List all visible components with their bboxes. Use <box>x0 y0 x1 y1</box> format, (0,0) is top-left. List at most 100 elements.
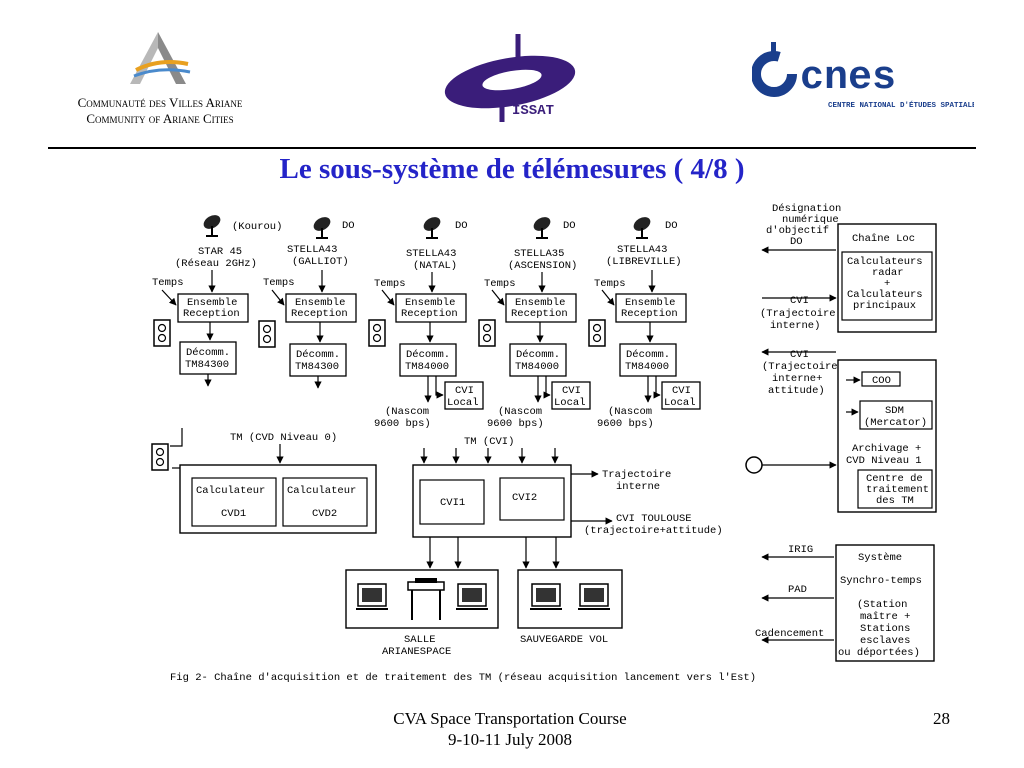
reception-box-3 <box>505 293 577 323</box>
reception-box-1 <box>285 293 357 323</box>
designation-line-3: DO <box>790 236 803 248</box>
station-sub-3: (ASCENSION) <box>508 260 577 272</box>
station-tag-0: (Kourou) <box>232 221 282 233</box>
cvd1-box <box>191 477 277 527</box>
centre-line-1: traitement <box>866 484 929 496</box>
tm-label-3: TM84000 <box>515 361 559 373</box>
cvi-traj-line-0: CVI <box>790 295 809 307</box>
tm-label-4: TM84000 <box>625 361 669 373</box>
temps-label-2: Temps <box>374 278 406 290</box>
station-sub-0: (Réseau 2GHz) <box>175 258 257 270</box>
tm-cvi-label: TM (CVI) <box>464 436 514 448</box>
calc-radar-line-2: + <box>884 278 890 290</box>
monitor-icon <box>529 583 563 610</box>
reception-label-0: Reception <box>183 308 240 320</box>
station-tag-4: DO <box>665 220 678 232</box>
systeme-line-5: esclaves <box>860 635 910 647</box>
recorder-icon <box>588 319 606 347</box>
designation-line-0: Désignation <box>772 203 841 215</box>
temps-label-0: Temps <box>152 277 184 289</box>
cnes-subtitle: CENTRE NATIONAL D'ÉTUDES SPATIALES <box>828 101 974 110</box>
station-tag-2: DO <box>455 220 468 232</box>
synchro-box <box>835 544 935 662</box>
cvi-att-line-0: CVI <box>790 349 809 361</box>
recorder-icon <box>151 443 169 471</box>
reception-label-1: Reception <box>291 308 348 320</box>
cvd-outer-box <box>179 464 377 534</box>
ensemble-label-3: Ensemble <box>515 297 565 309</box>
station-name-1: STELLA43 <box>287 244 337 256</box>
calc-radar-line-4: principaux <box>853 300 916 312</box>
centre-line-2: des TM <box>876 495 914 507</box>
cvi2-box <box>499 477 565 521</box>
reception-label-3: Reception <box>511 308 568 320</box>
cvd2-box <box>282 477 368 527</box>
archivage-line-0: Archivage + <box>852 443 921 455</box>
cvd1-line-1: CVD1 <box>221 508 246 520</box>
centre-line-0: Centre de <box>866 473 923 485</box>
console-icon <box>407 578 445 620</box>
tm-label-1: TM84300 <box>295 361 339 373</box>
salle-line-0: SALLE <box>404 634 436 646</box>
local-label-3: Local <box>554 397 586 409</box>
sdm-line-1: (Mercator) <box>864 417 927 429</box>
reception-box-0 <box>177 293 249 323</box>
issat-text: ISSAT <box>512 103 554 119</box>
station-name-0: STAR 45 <box>198 246 242 258</box>
ensemble-label-2: Ensemble <box>405 297 455 309</box>
systeme-line-1: Synchro-temps <box>840 575 922 587</box>
calc-radar-line-0: Calculateurs <box>847 256 923 268</box>
cvi-toulouse-line-0: CVI TOULOUSE <box>616 513 692 525</box>
cvi-local-box-2 <box>444 381 484 410</box>
station-sub-4: (LIBREVILLE) <box>606 256 682 268</box>
coo-box <box>861 371 901 387</box>
station-name-3: STELLA35 <box>514 248 564 260</box>
calc-radar-line-1: radar <box>872 267 904 279</box>
ariane-line2: Community of Ariane Cities <box>86 111 234 126</box>
recorder-icon <box>258 320 276 348</box>
cvd2-line-1: CVD2 <box>312 508 337 520</box>
decomm-label-0: Décomm. <box>186 347 230 359</box>
antenna-icon <box>420 213 444 239</box>
archivage-box <box>837 359 937 513</box>
systeme-line-6: ou déportées) <box>838 647 920 659</box>
cvi1-label: CVI1 <box>440 497 465 509</box>
station-name-2: STELLA43 <box>406 248 456 260</box>
chaine-loc-label: Chaîne Loc <box>852 233 915 245</box>
calc-radar-box <box>841 251 933 321</box>
salle-line-1: ARIANESPACE <box>382 646 451 658</box>
cvi-local-label-2: CVI <box>455 385 474 397</box>
coo-label: COO <box>872 375 891 387</box>
calc-radar-line-3: Calculateurs <box>847 289 923 301</box>
cvi-outer-box <box>412 464 572 538</box>
cvi-local-box-4 <box>661 381 701 410</box>
decomm-label-3: Décomm. <box>516 349 560 361</box>
cvd1-line-0: Calculateur <box>196 485 265 497</box>
traj-interne-line-0: Trajectoire <box>602 469 671 481</box>
header-rule <box>48 147 976 149</box>
antenna-icon <box>200 211 224 237</box>
page-number: 28 <box>933 709 950 728</box>
ariane-a-icon <box>130 32 191 84</box>
cvi-traj-line-2: interne) <box>770 320 820 332</box>
monitor-icon <box>577 583 611 610</box>
nascom-label-4: (Nascom <box>608 406 652 418</box>
salle-box <box>345 569 499 629</box>
ensemble-label-1: Ensemble <box>295 297 345 309</box>
decomm-label-4: Décomm. <box>626 349 670 361</box>
footer-dates: 9-10-11 July 2008 <box>447 730 573 749</box>
nascom-bps-3: 9600 bps) <box>487 418 544 430</box>
cvi-local-box-3 <box>551 381 591 410</box>
reception-box-4 <box>615 293 687 323</box>
cvi-traj-line-1: (Trajectoire <box>760 308 836 320</box>
ariane-line1: Communauté des Villes Ariane <box>77 95 243 110</box>
recorder-icon <box>368 319 386 347</box>
antenna-icon <box>530 213 554 239</box>
time-source-icon <box>745 456 763 474</box>
temps-label-4: Temps <box>594 278 626 290</box>
station-sub-1: (GALLIOT) <box>292 256 349 268</box>
cvi2-label: CVI2 <box>512 492 537 504</box>
decomm-label-1: Décomm. <box>296 349 340 361</box>
issat-logo: ISSAT <box>440 34 580 126</box>
pad-label: PAD <box>788 584 807 596</box>
